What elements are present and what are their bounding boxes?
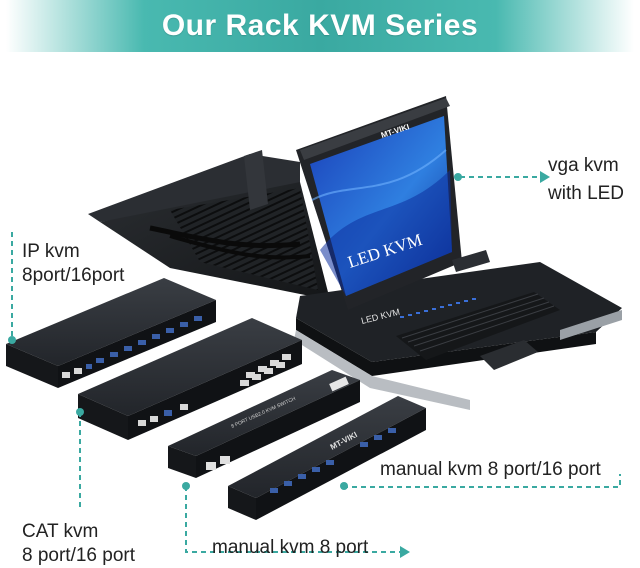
- title-banner: Our Rack KVM Series: [6, 0, 634, 52]
- manual-kvm-16-device: 8 PORT USB2.0 KVM SWITCH: [168, 370, 360, 478]
- callout-dots: [8, 173, 462, 490]
- arrow-icon: [400, 546, 410, 558]
- label-manual-kvm-8-16: manual kvm 8 port/16 port: [380, 459, 601, 480]
- cat-kvm-device: [78, 318, 302, 440]
- label-manual-kvm-8: manual kvm 8 port: [212, 537, 369, 558]
- arrow-icon: [540, 171, 550, 183]
- slide-rail: [294, 330, 470, 410]
- callout-manual-8: [185, 486, 400, 553]
- vent-grille: [170, 188, 318, 290]
- rack-kvm-drawer: MT-VIKI LED KVM LED KVM: [88, 96, 622, 410]
- label-cat-kvm: CAT kvm 8 port/16 port: [22, 521, 136, 566]
- cable: [169, 234, 311, 260]
- manual-kvm-8-device: MT-VIKI: [228, 396, 426, 520]
- label-ip-kvm: IP kvm 8port/16port: [22, 241, 125, 286]
- cable: [149, 225, 301, 249]
- ip-kvm-device: [6, 278, 216, 388]
- page-title: Our Rack KVM Series: [161, 9, 479, 42]
- label-vga-kvm: vga kvm with LED: [548, 155, 625, 204]
- keyboard: [396, 292, 560, 360]
- touchpad: [480, 340, 538, 370]
